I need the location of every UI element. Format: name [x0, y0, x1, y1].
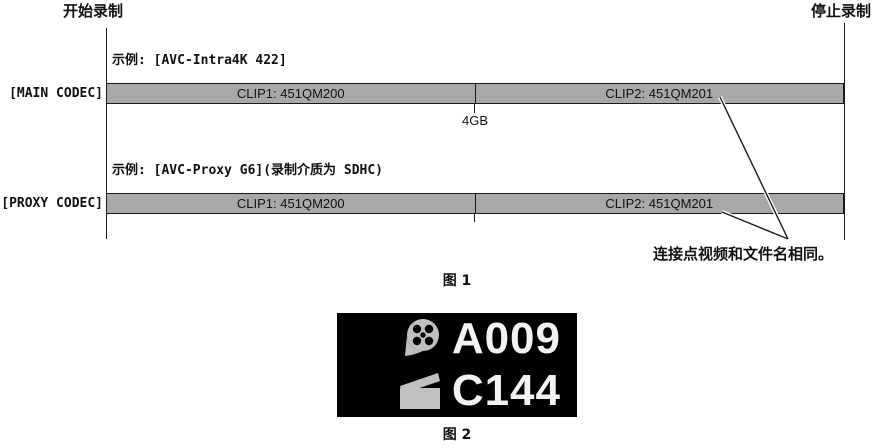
proxy-clip1-label: CLIP1: 451QM200 — [236, 196, 345, 211]
proxy-boundary-tick — [474, 214, 475, 222]
figure1-caption: 图 1 — [442, 273, 472, 289]
main-clip1-label: CLIP1: 451QM200 — [236, 86, 345, 101]
stop-timeline-line — [844, 23, 845, 240]
main-codec-bar: CLIP1: 451QM200 CLIP2: 451QM201 — [106, 83, 844, 104]
pointer-line-main — [719, 96, 789, 240]
proxy-clip2-segment: CLIP2: 451QM201 — [474, 194, 844, 213]
pointer-line-main-casing — [718, 96, 790, 240]
clip-number-row: C144 — [337, 365, 577, 417]
start-recording-label: 开始录制 — [63, 2, 124, 20]
clip-number-value: C144 — [451, 366, 561, 415]
proxy-clip1-segment: CLIP1: 451QM200 — [107, 194, 475, 213]
main-clip2-label: CLIP2: 451QM201 — [605, 86, 714, 101]
stop-recording-label: 停止录制 — [810, 2, 871, 20]
reel-number-row: A009 — [337, 313, 577, 365]
main-clip1-segment: CLIP1: 451QM200 — [107, 84, 475, 103]
main-codec-example: 示例: [AVC-Intra4K 422] — [112, 53, 287, 68]
joint-annotation: 连接点视频和文件名相同。 — [652, 245, 833, 263]
start-timeline-line — [106, 28, 107, 239]
camera-display: A009 C144 — [337, 313, 577, 417]
pointer-line-proxy-casing — [721, 210, 789, 241]
clapperboard-icon — [398, 371, 444, 411]
proxy-codec-example: 示例: [AVC-Proxy G6](录制介质为 SDHC) — [112, 163, 384, 178]
film-reel-icon — [398, 318, 444, 360]
pointer-line-proxy — [721, 211, 789, 240]
main-codec-label: [MAIN CODEC] — [9, 86, 103, 101]
proxy-clip2-label: CLIP2: 451QM201 — [605, 196, 714, 211]
main-clip2-segment: CLIP2: 451QM201 — [474, 84, 844, 103]
4gb-label: 4GB — [461, 113, 488, 128]
4gb-boundary-tick — [474, 104, 475, 113]
proxy-codec-label: [PROXY CODEC] — [1, 196, 103, 211]
figure2-caption: 图 2 — [442, 427, 472, 443]
proxy-codec-bar: CLIP1: 451QM200 CLIP2: 451QM201 — [106, 193, 844, 214]
reel-number-value: A009 — [451, 314, 561, 363]
